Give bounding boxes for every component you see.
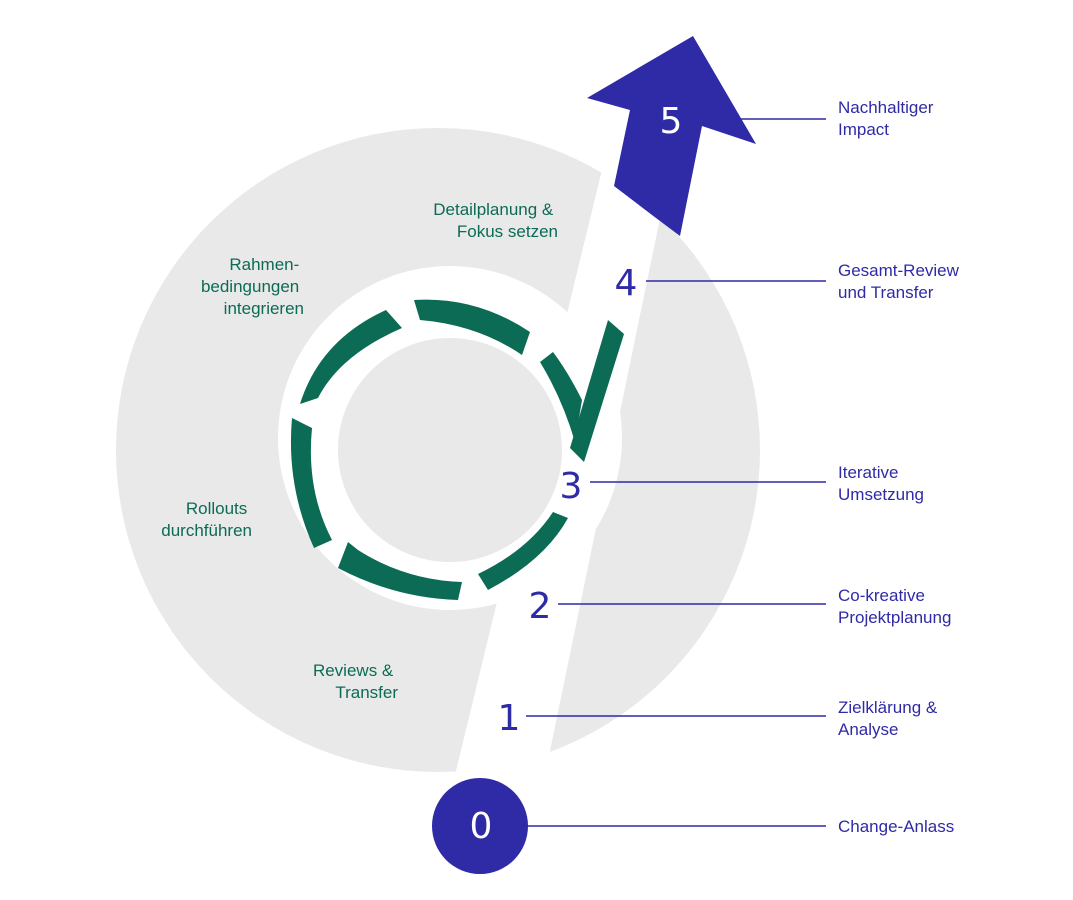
step-1-label: Zielklärung & Analyse	[838, 698, 942, 739]
phase-reviews-label: Reviews & Transfer	[313, 661, 398, 702]
step-0-circle	[432, 778, 528, 874]
inner-grey-circle	[338, 338, 562, 562]
step-4-label: Gesamt-Review und Transfer	[838, 261, 964, 302]
step-3-label: Iterative Umsetzung	[838, 463, 924, 504]
step-5-label: Nachhaltiger Impact	[838, 98, 938, 139]
progress-path	[455, 145, 670, 775]
connector-lines	[507, 118, 826, 827]
phase-rollouts-label: Rollouts durchführen	[161, 499, 252, 540]
step-number-5: 5	[660, 101, 683, 142]
up-arrow-icon	[587, 36, 756, 236]
step-2-label: Co-kreative Projektplanung	[838, 586, 951, 627]
circular-arrows-icon	[290, 299, 624, 600]
step-number-1: 1	[498, 698, 521, 739]
step-number-3: 3	[560, 466, 583, 507]
phase-rahmenbedingungen-label: Rahmen- bedingungen integrieren	[201, 255, 304, 318]
step-number-4: 4	[615, 263, 638, 304]
phase-detailplanung-label: Detailplanung & Fokus setzen	[433, 200, 558, 241]
step-0-label: Change-Anlass	[838, 817, 954, 836]
step-number-2: 2	[529, 586, 552, 627]
step-number-0: 0	[470, 806, 493, 847]
